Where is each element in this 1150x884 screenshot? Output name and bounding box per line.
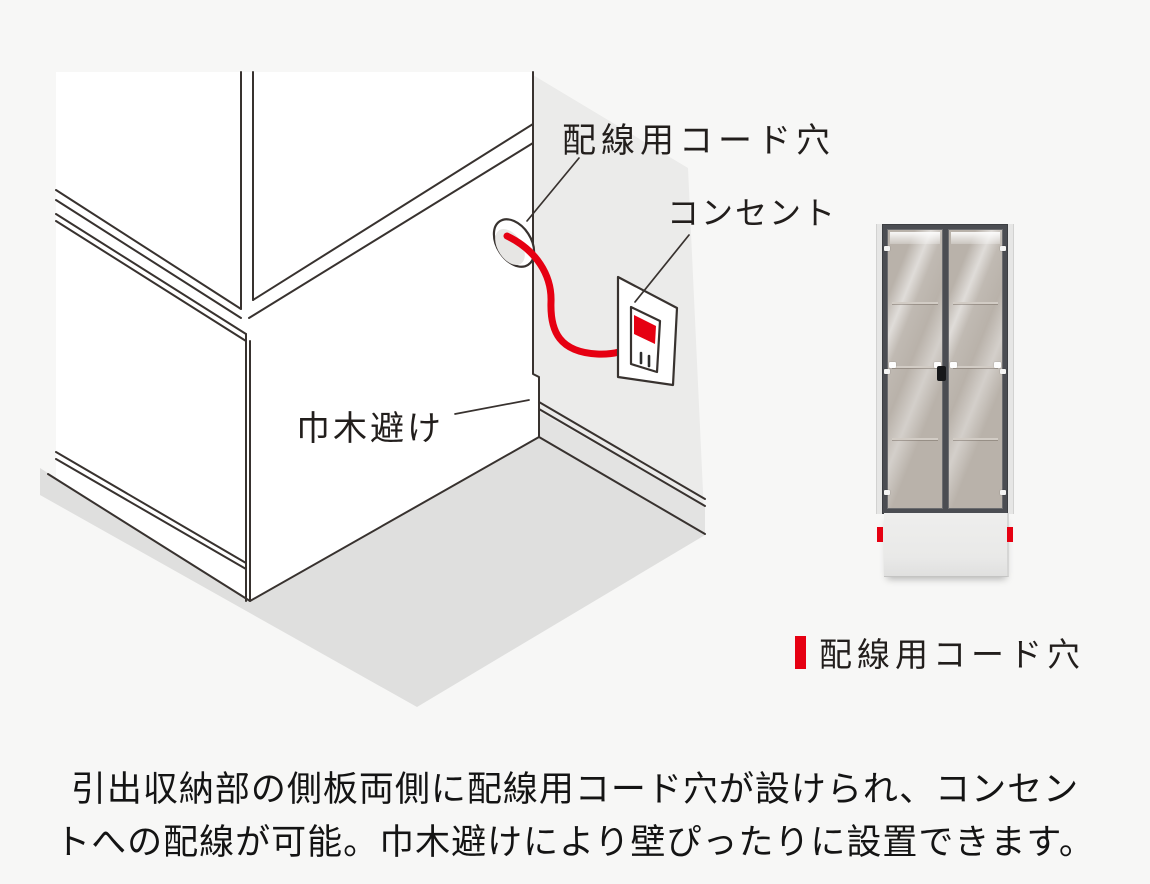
caption-line: 引出収納部の側板両側に配線用コード穴が設けられ、コンセン [70,770,1080,809]
shelf [952,366,998,368]
hinge [884,490,890,495]
hinge [1000,369,1006,374]
shelf-clip [949,362,957,368]
cabinet-side-panel [876,224,883,514]
hinge [1000,490,1006,495]
cabinet-side-panel [1007,224,1014,514]
glass-door-right [947,229,1003,509]
door-top-glass [890,232,940,244]
glass-doors [882,224,1008,514]
cord-hole-label: 配線用コード穴 [562,122,835,160]
shelf [892,302,938,304]
cabinet-lines [47,71,540,602]
shelf-clip [994,362,1001,368]
hinge [1000,246,1006,251]
legend-label: 配線用コード穴 [819,636,1085,673]
baseboard [539,412,705,535]
shelf-clip [889,362,896,368]
cord-hole-marker-right [1007,527,1013,542]
cord-hole-marker-left [877,527,883,542]
caption-line: トへの配線が可能。巾木避けにより壁ぴったりに設置できます。 [55,823,1095,862]
leader-line-skirting [454,399,530,415]
skirting-cutout-label: 巾木避け [296,410,444,448]
cabinet-body [56,72,539,601]
shelf [952,302,998,304]
wall-outlet [616,275,679,387]
product-thumbnail [876,224,1014,578]
caption: 引出収納部の側板両側に配線用コード穴が設けられ、コンセン トへの配線が可能。巾木… [0,763,1150,869]
leader-line-cord-hole [526,157,580,222]
drawer-section [884,513,1009,577]
shelf [952,438,998,440]
floor [40,437,705,707]
red-bar-icon [795,635,806,669]
door-top-glass [950,232,1000,244]
hinge [884,246,890,251]
outlet-label: コンセント [667,195,838,231]
baseboard-lines [538,401,706,535]
outlet-plug [634,315,656,344]
shelf [892,438,938,440]
hinge [884,369,890,374]
legend: 配線用コード穴 [795,628,1085,676]
shelf-clip [933,362,941,368]
door-handle [937,366,946,381]
shelf [892,366,938,368]
glass-door-left [887,229,943,509]
leader-line-outlet [634,234,690,303]
